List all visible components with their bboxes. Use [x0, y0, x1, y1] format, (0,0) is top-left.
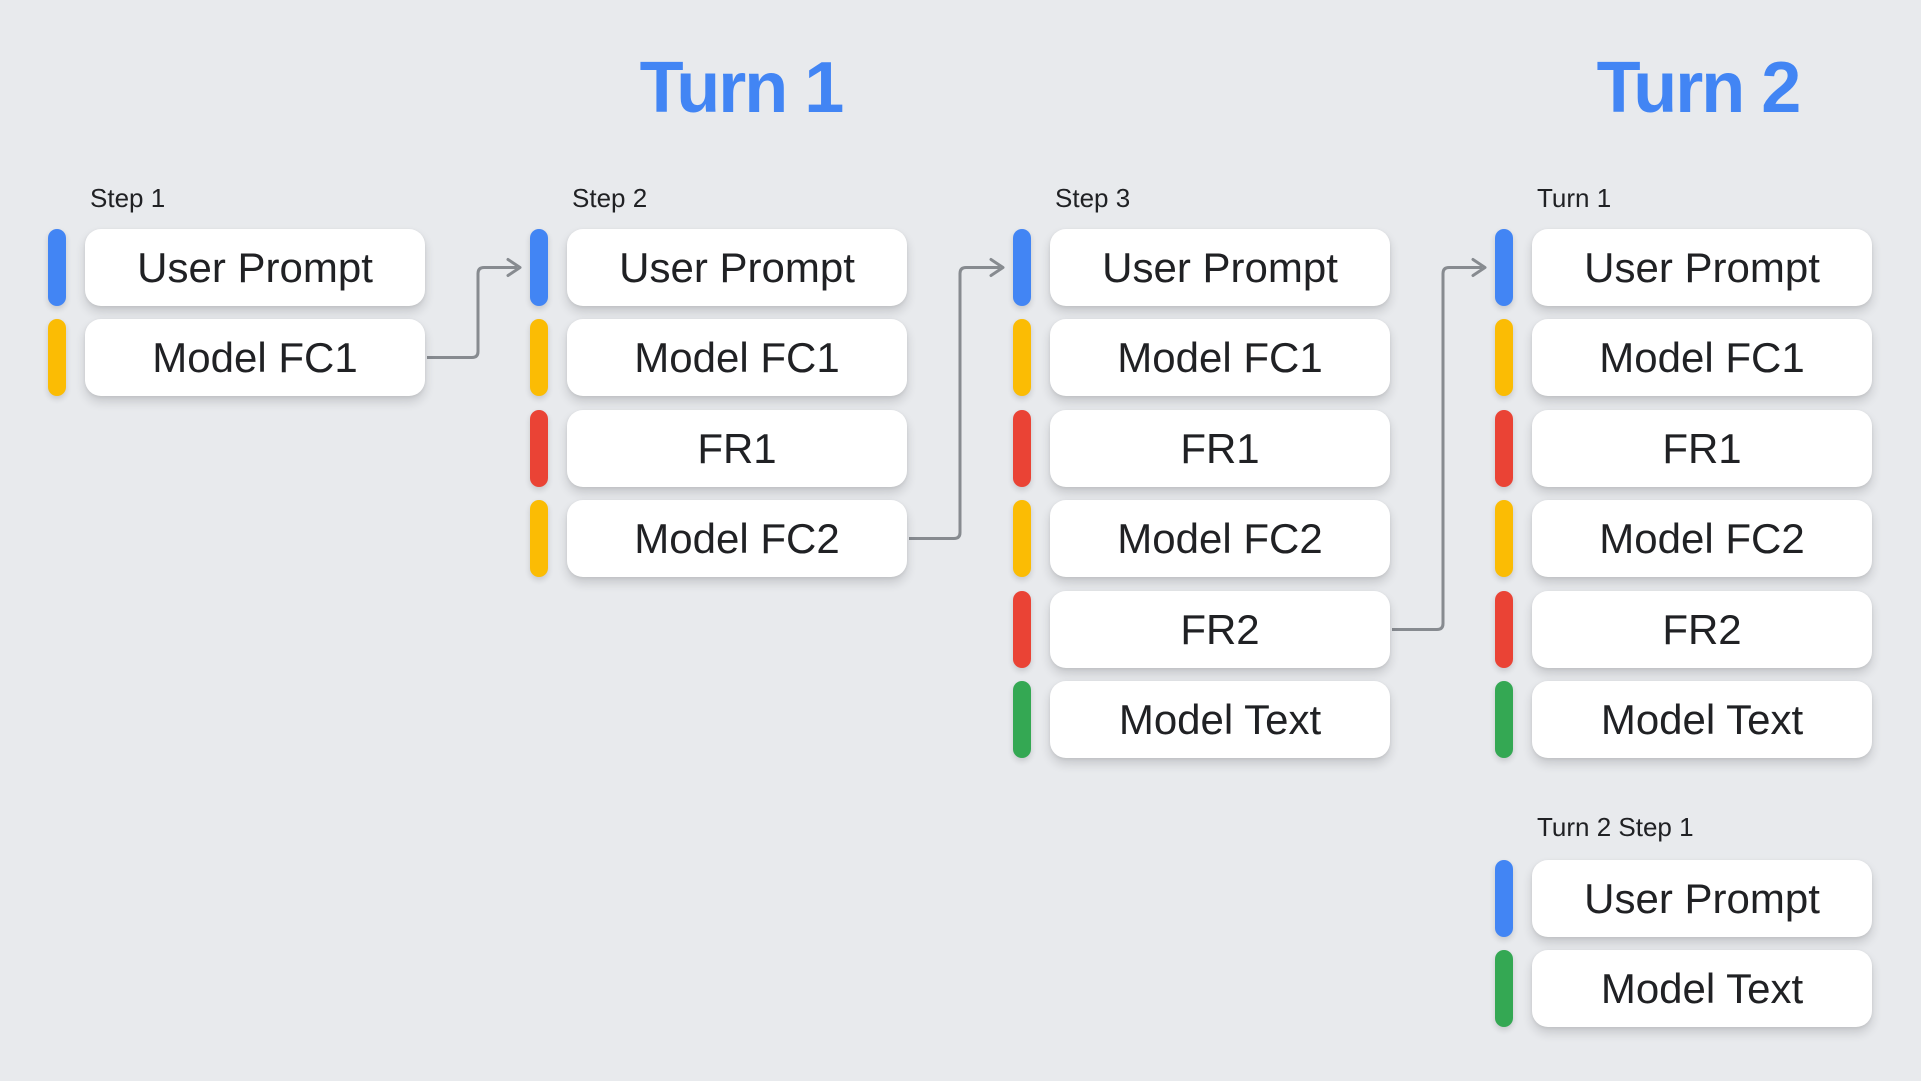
node-label: FR2	[1662, 605, 1742, 653]
model-text-color-bar	[1495, 681, 1513, 758]
node-label: User Prompt	[619, 243, 855, 291]
node-model-fc2: Model FC2	[567, 500, 907, 577]
group-label: Step 2	[572, 183, 648, 213]
node-model-text: Model Text	[1050, 681, 1390, 758]
node-model-fc1: Model FC1	[1050, 319, 1390, 396]
node-label: Model FC2	[1599, 514, 1805, 562]
node-label: FR1	[697, 424, 777, 472]
arrowhead-icon	[989, 258, 1005, 277]
model-fc1-color-bar	[1013, 319, 1031, 396]
node-label: FR1	[1180, 424, 1260, 472]
node-label: Model Text	[1118, 695, 1322, 743]
model-fc2-color-bar	[530, 500, 548, 577]
group-label: Step 1	[90, 183, 166, 213]
model-fc2-color-bar	[1013, 500, 1031, 577]
model-text-color-bar	[1013, 681, 1031, 758]
node-label: Model FC1	[1599, 333, 1805, 381]
turn-2-heading: Turn 2	[1596, 48, 1802, 128]
turn-1-heading: Turn 1	[639, 48, 845, 128]
node-fr1: FR1	[1532, 410, 1872, 487]
user-prompt-color-bar	[1495, 860, 1513, 937]
model-fc1-color-bar	[1495, 319, 1513, 396]
model-fc1-color-bar	[530, 319, 548, 396]
node-model-fc2: Model FC2	[1532, 500, 1872, 577]
node-label: FR2	[1180, 605, 1260, 653]
arrowhead-icon	[1471, 258, 1487, 277]
node-label: FR1	[1662, 424, 1742, 472]
node-label: Model FC1	[152, 333, 358, 381]
node-user-prompt: User Prompt	[567, 229, 907, 306]
node-user-prompt: User Prompt	[1050, 229, 1390, 306]
group-label: Turn 1	[1537, 183, 1612, 213]
group-label: Step 3	[1055, 183, 1131, 213]
user-prompt-color-bar	[1013, 229, 1031, 306]
fr1-color-bar	[1495, 410, 1513, 487]
node-model-text: Model Text	[1532, 950, 1872, 1027]
node-fr2: FR2	[1532, 591, 1872, 668]
node-fr2: FR2	[1050, 591, 1390, 668]
node-label: User Prompt	[137, 243, 373, 291]
user-prompt-color-bar	[1495, 229, 1513, 306]
node-model-text: Model Text	[1532, 681, 1872, 758]
fr2-color-bar	[1013, 591, 1031, 668]
node-user-prompt: User Prompt	[1532, 860, 1872, 937]
fr1-color-bar	[530, 410, 548, 487]
node-model-fc1: Model FC1	[567, 319, 907, 396]
node-model-fc1: Model FC1	[1532, 319, 1872, 396]
node-label: Model FC2	[1117, 514, 1323, 562]
user-prompt-color-bar	[48, 229, 66, 306]
node-user-prompt: User Prompt	[85, 229, 425, 306]
fr1-color-bar	[1013, 410, 1031, 487]
model-fc2-color-bar	[1495, 500, 1513, 577]
model-fc1-color-bar	[48, 319, 66, 396]
flow-arrow-line	[1392, 266, 1482, 631]
node-label: Model FC2	[634, 514, 840, 562]
node-label: Model Text	[1600, 695, 1804, 743]
node-model-fc2: Model FC2	[1050, 500, 1390, 577]
node-label: User Prompt	[1584, 243, 1820, 291]
user-prompt-color-bar	[530, 229, 548, 306]
node-label: Model FC1	[634, 333, 840, 381]
node-label: User Prompt	[1102, 243, 1338, 291]
node-label: Model Text	[1600, 964, 1804, 1012]
flow-arrow-line	[909, 266, 1000, 540]
flow-arrow-line	[427, 266, 517, 359]
node-model-fc1: Model FC1	[85, 319, 425, 396]
group-label: Turn 2 Step 1	[1537, 812, 1694, 842]
model-text-color-bar	[1495, 950, 1513, 1027]
node-fr1: FR1	[567, 410, 907, 487]
fr2-color-bar	[1495, 591, 1513, 668]
arrowhead-icon	[506, 258, 522, 277]
node-user-prompt: User Prompt	[1532, 229, 1872, 306]
node-label: Model FC1	[1117, 333, 1323, 381]
node-label: User Prompt	[1584, 874, 1820, 922]
node-fr1: FR1	[1050, 410, 1390, 487]
